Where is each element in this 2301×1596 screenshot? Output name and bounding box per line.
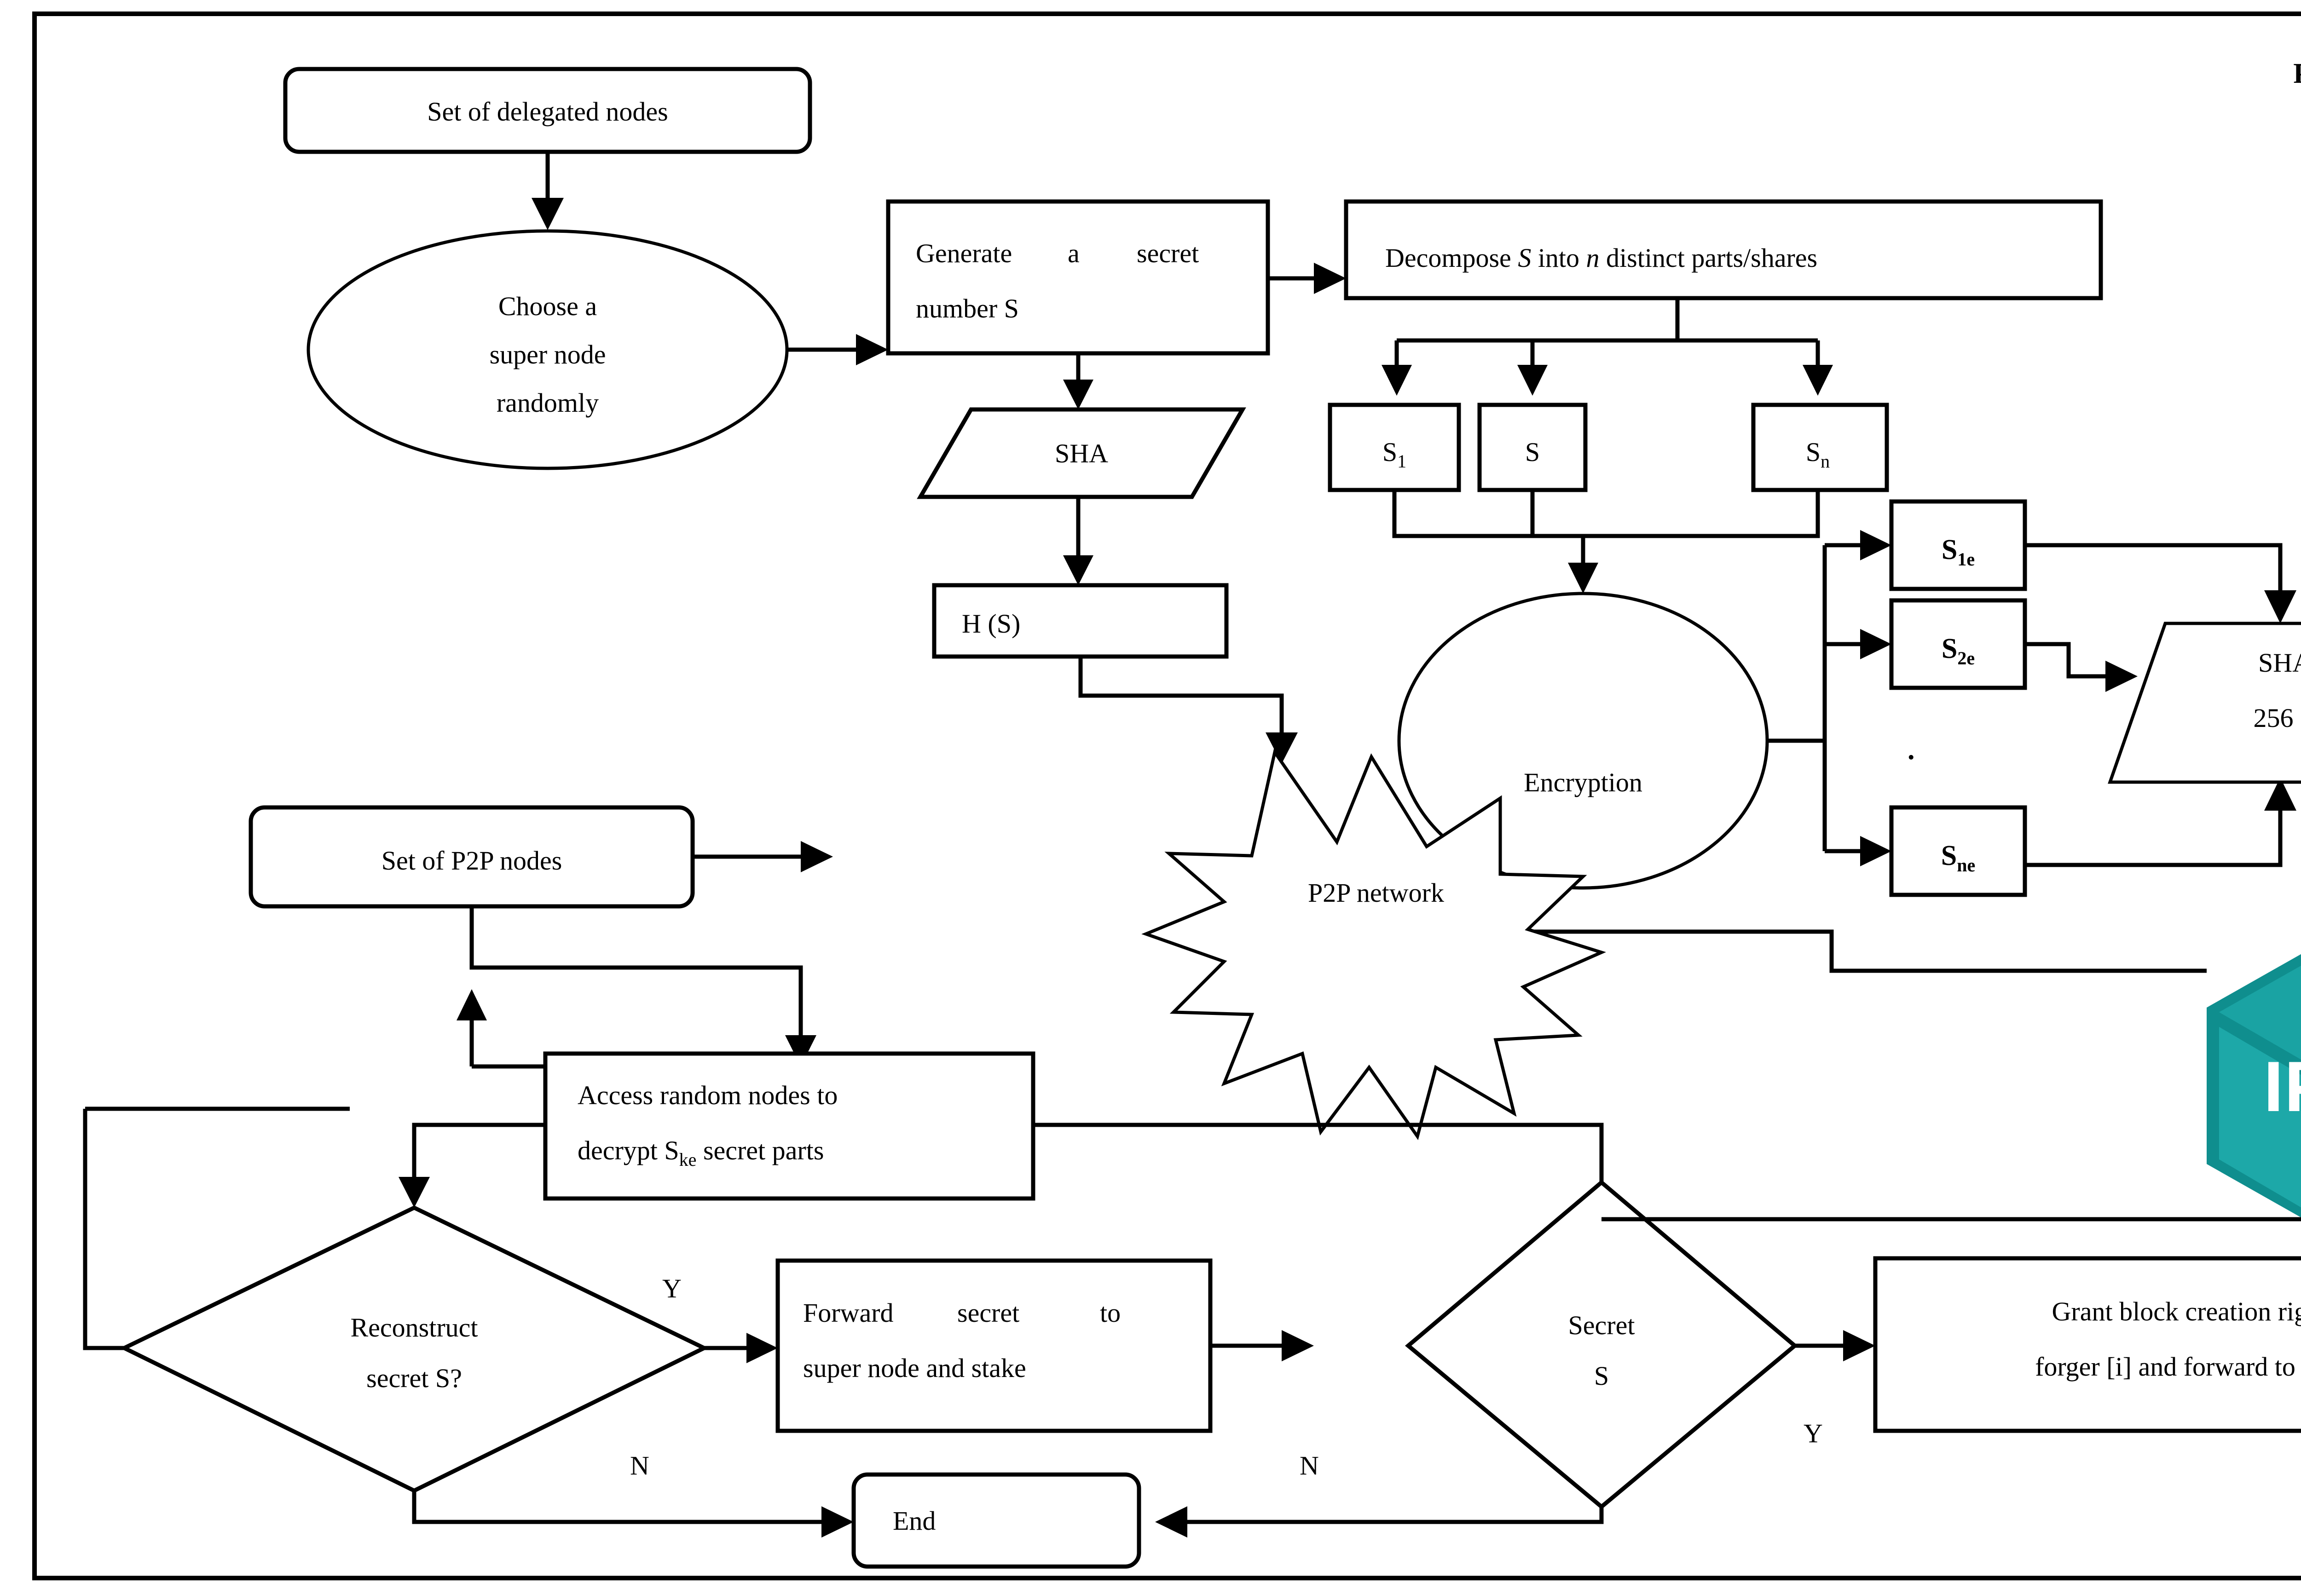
label-secret-s-line2: S (1594, 1361, 1609, 1391)
label-sha256-line1: SHA (2258, 648, 2301, 678)
arrowhead-bus-to-smid (1517, 365, 1548, 396)
label-enc-share-s1e: S1e (1942, 534, 1975, 570)
ipfs-hexagon-top-face (2219, 965, 2301, 1060)
label-generate-line2: number S (916, 294, 1019, 323)
edge-hash-to-p2p (1078, 657, 1284, 736)
title-line-2: Proof of Accessibility (2293, 58, 2301, 89)
node-enc-share-s2e[interactable] (1889, 598, 2027, 690)
arrowhead-bus-to-s1 (1382, 365, 1412, 396)
label-p2p-network: P2P network (1308, 878, 1444, 908)
arrowhead-s1e-to-sha256 (2264, 590, 2296, 623)
edge-grant-to-ipfs (1875, 1217, 2301, 1221)
arrowhead-bus-to-s2e (1860, 629, 1891, 659)
arrowhead-reconstruct-no-to-end (821, 1506, 854, 1538)
label-sha: SHA (1055, 438, 1108, 468)
label-choose-line3: randomly (497, 388, 599, 418)
node-enc-share-s1e[interactable] (1889, 499, 2027, 591)
arrowhead-generate-to-sha (1063, 380, 1093, 409)
label-forward-line2: super node and stake (803, 1353, 1026, 1383)
node-hash-of-s[interactable] (932, 583, 1229, 659)
node-reconstruct-secret[interactable] (119, 1205, 709, 1493)
label-set-of-p2p-nodes: Set of P2P nodes (382, 846, 562, 876)
arrowhead-reconstruct-yes (746, 1333, 778, 1363)
label-encryption: Encryption (1524, 767, 1642, 797)
label-access-line1: Access random nodes to (578, 1080, 838, 1110)
node-share-sn[interactable] (1751, 403, 1889, 492)
edge-outer-left-loop (83, 1109, 179, 1350)
label-secret-s-line1: Secret (1568, 1310, 1635, 1340)
label-access-line2: decrypt Ske secret parts (578, 1135, 824, 1170)
label-grant-line1: Grant block creation rights to (2052, 1296, 2301, 1326)
arrowhead-p2pnodes-to-access (785, 1035, 816, 1066)
arrowhead-sha-to-hash (1063, 555, 1093, 585)
label-reconstruct-line1: Reconstruct (350, 1313, 478, 1342)
edge-label-secret-yes: Y (1804, 1418, 1823, 1448)
label-decompose: Decompose S into n distinct parts/shares (1385, 243, 1817, 273)
diagram-border (32, 12, 2301, 1580)
label-share-s1: S1 (1382, 437, 1406, 472)
arrowhead-generate-to-decompose (1314, 263, 1346, 294)
label-share-s: S (1525, 437, 1540, 467)
label-grant-line2: forger [i] and forward to phase 2 (2035, 1352, 2301, 1382)
ipfs-hexagon-left-face (2219, 1027, 2301, 1208)
arrowhead-choose-to-generate (856, 334, 888, 365)
arrowhead-converge-to-encryption (1568, 563, 1598, 593)
edge-label-reconstruct-no: N (630, 1451, 649, 1481)
arrowhead-hash-to-p2p (1266, 732, 1298, 764)
node-sha256[interactable] (2108, 622, 2301, 784)
ipfs-label: IPFS (2264, 1047, 2301, 1126)
node-forward-secret[interactable] (775, 1258, 1213, 1433)
edge-s2e-to-sha256 (2025, 642, 2108, 679)
label-end: End (893, 1506, 936, 1536)
edge-reconstruct-no-to-end (412, 1491, 824, 1524)
edge-secret-no-to-end (1185, 1507, 1604, 1524)
node-enc-share-sne[interactable] (1889, 805, 2027, 897)
label-sha256-line2: 256 (2254, 703, 2294, 733)
node-share-s1[interactable] (1328, 403, 1461, 492)
arrowhead-forward-to-secret (1282, 1330, 1314, 1361)
arrowhead-loop-back-to-p2pnodes (457, 989, 487, 1020)
node-end[interactable] (851, 1472, 1141, 1569)
edge-s1e-to-sha256 (2025, 543, 2283, 593)
edge-shares-converge (1392, 490, 1820, 538)
arrowhead-delegated-to-choose (532, 198, 564, 230)
edge-ipfs-to-p2p (1463, 929, 2207, 973)
edge-label-secret-no: N (1300, 1451, 1319, 1481)
node-access-random-nodes[interactable] (543, 1051, 1035, 1201)
arrowhead-p2pnodes-to-network (801, 841, 833, 872)
edge-access-to-secret-s (1033, 1123, 1604, 1182)
edge-p2pnodes-to-access (469, 906, 803, 1040)
node-p2p-network[interactable] (1141, 748, 1606, 1141)
label-set-of-delegated-nodes: Set of delegated nodes (427, 97, 668, 127)
label-enc-share-sne: Sne (1941, 840, 1975, 876)
node-decompose-secret[interactable] (1344, 199, 2103, 300)
arrowhead-bus-to-sn (1803, 365, 1833, 396)
label-hash-of-s: H (S) (962, 609, 1020, 639)
node-generate-secret-number[interactable] (886, 199, 1270, 356)
edge-access-to-reconstruct (412, 1123, 545, 1180)
label-choose-line2: super node (490, 340, 606, 369)
node-sha-parallelogram[interactable] (917, 407, 1246, 499)
label-enc-share-ellipsis: . (1908, 734, 1915, 766)
edge-sne-to-sha256 (2025, 807, 2283, 867)
arrowhead-secret-no-to-end (1155, 1506, 1187, 1538)
node-grant-rights[interactable] (1873, 1256, 2301, 1433)
node-secret-s-decision[interactable] (1405, 1180, 1798, 1510)
arrowhead-secret-yes (1843, 1330, 1875, 1361)
label-enc-share-s2e: S2e (1942, 633, 1975, 668)
arrowhead-s2e-to-sha256 (2105, 661, 2138, 692)
node-ipfs-logo[interactable]: IPFS (2207, 929, 2301, 1242)
label-reconstruct-line2: secret S? (366, 1363, 462, 1393)
arrowhead-access-to-reconstruct (399, 1177, 430, 1208)
label-choose-line1: Choose a (498, 291, 597, 321)
arrowhead-sne-to-sha256 (2264, 778, 2296, 811)
edge-label-reconstruct-yes: Y (662, 1273, 682, 1303)
arrowhead-bus-to-sne (1860, 836, 1891, 866)
arrowhead-bus-to-s1e (1860, 530, 1891, 560)
label-share-sn: Sn (1806, 437, 1830, 472)
